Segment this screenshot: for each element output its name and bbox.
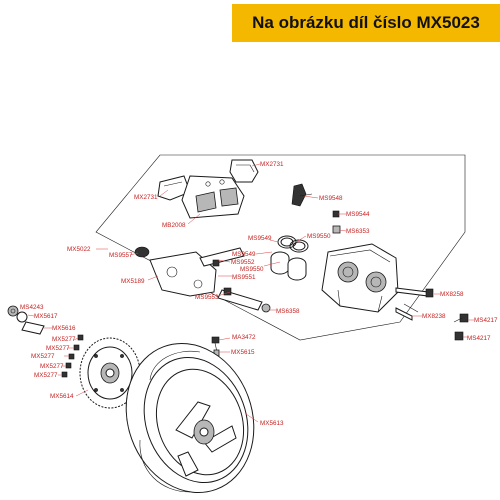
mount-bolts-right [453, 313, 469, 341]
bleeder-screw [332, 210, 341, 234]
label-mb2008: MB2008 [162, 222, 186, 229]
label-ms4217-b: MS4217 [467, 335, 491, 342]
label-ms9548: MS9548 [319, 195, 343, 202]
part-number-banner: Na obrázku díl číslo MX5023 [232, 4, 500, 42]
label-ms9550-a: MS9550 [307, 233, 331, 240]
label-mx2731-top: MX2731 [260, 161, 284, 168]
label-ms9549-a: MS9549 [248, 235, 272, 242]
label-ms4217-a: MS4217 [474, 317, 498, 324]
disc-bolts [61, 334, 84, 378]
label-mx5022: MX5022 [67, 246, 91, 253]
axle-spacer [21, 321, 45, 335]
label-ms9544: MS9544 [346, 211, 370, 218]
axle-nut [7, 305, 28, 323]
label-ms9550-b: MS9550 [240, 266, 264, 273]
label-mx5613: MX5613 [260, 420, 284, 427]
label-mx5277-e: MX5277 [34, 372, 58, 379]
rear-wheel [125, 343, 255, 493]
label-mx5277-c: MX5277 [31, 353, 55, 360]
pad-bracket [181, 175, 245, 219]
label-mx8258: MX8258 [440, 291, 464, 298]
label-mx5615: MX5615 [231, 349, 255, 356]
label-ms4243: MS4243 [20, 304, 44, 311]
label-ms9549-b: MS9549 [232, 251, 256, 258]
piston-seals [277, 235, 309, 253]
label-ms9553: MS9553 [195, 294, 219, 301]
caliper-pistons [270, 251, 307, 281]
label-ms6353: MS6353 [346, 228, 370, 235]
label-ms9552: MS9552 [231, 259, 255, 266]
label-mx5277-b: MX5277 [46, 345, 70, 352]
banner-text: Na obrázku díl číslo MX5023 [252, 13, 480, 32]
label-mx5189: MX5189 [121, 278, 145, 285]
label-mx8238: MX8238 [422, 313, 446, 320]
caliper-body [321, 243, 399, 313]
brake-pad-top [229, 159, 259, 183]
label-ms9551: MS9551 [232, 274, 256, 281]
leader-lines [27, 163, 474, 423]
label-ms6358: MS6358 [276, 308, 300, 315]
label-mx5277-d: MX5277 [40, 363, 64, 370]
label-mx2731-left: MX2731 [134, 194, 158, 201]
label-mx5614: MX5614 [50, 393, 74, 400]
caliper-bolts [395, 287, 434, 321]
brake-disc [79, 337, 141, 409]
caliper-assembly-outline [95, 154, 466, 341]
brake-pad-left [157, 175, 191, 201]
slide-pins [199, 247, 271, 313]
caliper-bracket [149, 251, 217, 297]
label-mx5277-a: MX5277 [52, 336, 76, 343]
label-ma3472: MA3472 [232, 334, 256, 341]
rubber-cap [134, 246, 150, 258]
bleeder-clip [291, 183, 313, 207]
label-ms9557: MS9557 [109, 252, 133, 259]
label-mx5616: MX5616 [52, 325, 76, 332]
label-mx5617: MX5617 [34, 313, 58, 320]
